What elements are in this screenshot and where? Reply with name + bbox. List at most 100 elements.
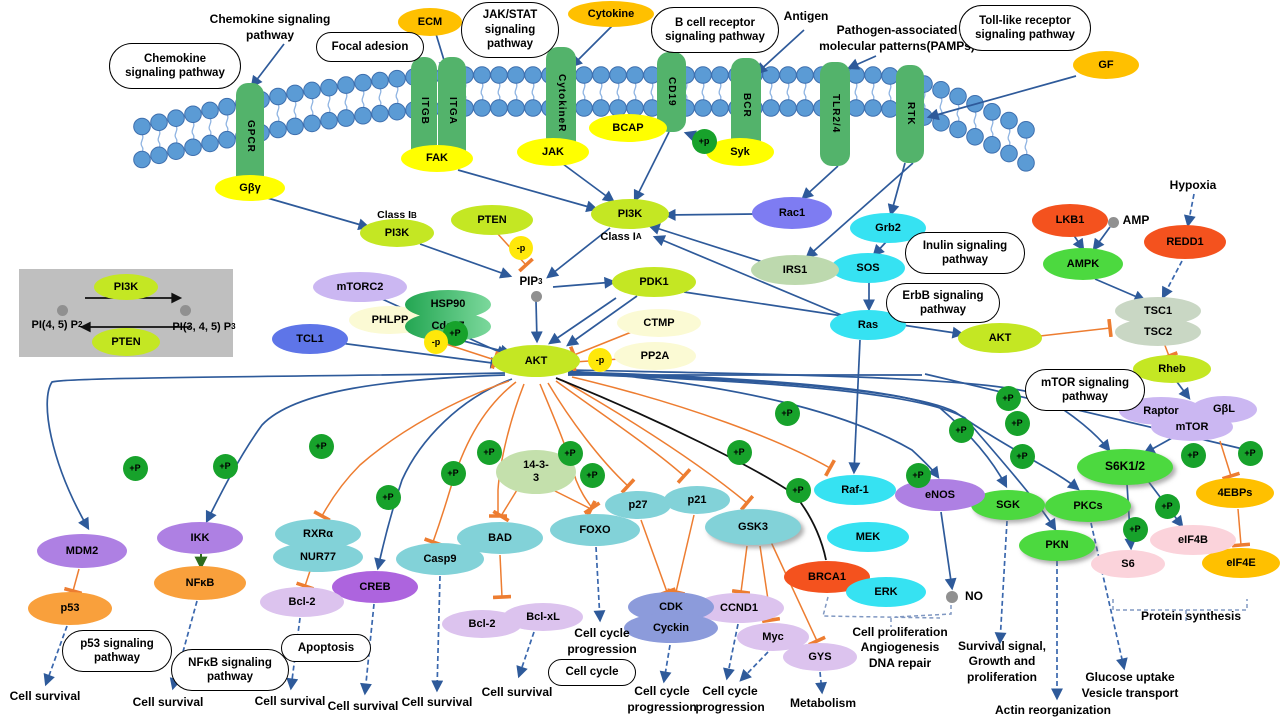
node-mdm2-label: MDM2 [65, 544, 99, 557]
label-metabolism: Metabolism [775, 696, 871, 712]
phospho-plus-3: +P [308, 433, 334, 459]
phospho-plus-2-label: +P [219, 460, 231, 471]
node-gsk3: GSK3 [705, 509, 801, 545]
node-cyckin-label: Cyckin [652, 621, 690, 634]
edge-39 [205, 374, 506, 524]
pathway-cellcycle-label: Cell cycle [565, 665, 619, 678]
dot-inset-left [56, 304, 68, 316]
node-gf: GF [1073, 51, 1139, 79]
phospho-plus-8: +P [579, 462, 605, 488]
node-rheb-label: Rheb [1158, 362, 1186, 375]
node-pten: PTEN [451, 205, 533, 235]
label-pamps-label: Pathogen-associated molecular patterns(P… [819, 23, 975, 53]
node-hsp90-label: HSP90 [430, 297, 466, 310]
edge-6 [263, 196, 371, 231]
edge-73 [571, 376, 836, 477]
phospho-plus-6-label: +P [483, 446, 495, 457]
node-rac1: Rac1 [752, 197, 832, 229]
edge-66 [313, 380, 510, 522]
edge-55 [1231, 508, 1251, 548]
label-cell-survival-1-label: Cell survival [9, 689, 81, 704]
receptor-tlr24: TLR2/4 [820, 62, 850, 166]
edge-38 [46, 372, 506, 531]
receptor-gpcr-label: GPCR [244, 119, 256, 153]
label-cell-survival-4-label: Cell survival [327, 699, 399, 714]
pathway-erbb: ErbB signaling pathway [886, 283, 1000, 323]
phospho-plus-hsp-label: +P [449, 327, 461, 338]
node-jak: JAK [517, 138, 589, 166]
phospho-plus-12: +P [905, 462, 931, 488]
edge-59 [731, 545, 751, 595]
phospho-plus-9: +P [726, 439, 752, 465]
node-bcap: BCAP [589, 114, 667, 142]
edge-22 [530, 300, 543, 344]
node-redd1: REDD1 [1144, 225, 1226, 259]
label-survival-signal: Survival signal, Growth and proliferatio… [937, 638, 1067, 686]
edge-85 [516, 631, 535, 679]
edge-52 [1039, 318, 1113, 338]
node-gbg-label: Gβγ [239, 181, 261, 194]
node-nfkb: NFκB [154, 566, 246, 600]
node-14-3-3-label: 14-3- 3 [523, 459, 549, 484]
label-antigen: Antigen [771, 9, 841, 25]
edge-30 [1072, 233, 1085, 251]
label-cell-survival-3: Cell survival [242, 694, 338, 710]
edge-17 [872, 241, 887, 257]
node-jak-label: JAK [541, 145, 564, 158]
node-gbg: Gβγ [215, 175, 285, 201]
node-s6k12: S6K1/2 [1077, 449, 1173, 485]
node-rheb: Rheb [1133, 355, 1211, 383]
edge-24 [566, 295, 638, 347]
receptor-cd19-label: CD19 [665, 77, 677, 107]
label-cell-survival-3-label: Cell survival [254, 694, 326, 709]
edge-27 [339, 342, 503, 369]
node-ecm: ECM [398, 8, 462, 36]
label-pip3-label: PIP [519, 275, 539, 288]
phospho-plus-12-label: +P [912, 469, 924, 480]
node-sgk-label: SGK [996, 498, 1020, 511]
receptor-bcr: BCR [731, 57, 761, 153]
label-cell-cycle-prog-1: Cell cycle progression [552, 626, 652, 658]
edge-95 [822, 596, 941, 627]
node-pp2a: PP2A [614, 342, 696, 370]
receptor-cd19: CD19 [656, 52, 686, 132]
node-p53-label: p53 [60, 601, 80, 614]
edge-90 [815, 671, 827, 695]
receptor-itga-label: ITGA [446, 97, 458, 125]
pathway-nfkb-label: NFκB signaling pathway [188, 656, 272, 683]
node-gsk3-label: GSK3 [738, 520, 768, 533]
node-irs1: IRS1 [751, 255, 839, 285]
label-pi45p2-subscript: 2 [78, 319, 83, 329]
node-ecm-label: ECM [417, 15, 443, 28]
node-cytokine-label: Cytokine [587, 7, 635, 20]
node-gf-label: GF [1098, 58, 1114, 71]
node-eif4b-label: eIF4B [1178, 533, 1208, 546]
phospho-plus-syk: +p [691, 128, 717, 154]
label-cell-survival-2-label: Cell survival [132, 695, 204, 710]
node-ikk: IKK [157, 522, 243, 554]
label-actin: Actin reorganization [973, 703, 1133, 719]
phospho-plus-1-label: +P [129, 462, 141, 473]
edge-16 [652, 235, 847, 318]
edge-93 [1090, 522, 1128, 671]
node-p27: p27 [605, 491, 671, 519]
node-pkcs: PKCs [1045, 490, 1131, 522]
node-pkcs-label: PKCs [1073, 499, 1103, 512]
dot-no [946, 591, 958, 603]
node-nur77-label: NUR77 [299, 550, 337, 563]
node-mtor-label: mTOR [1175, 420, 1209, 433]
node-gbl-label: GβL [1213, 402, 1235, 415]
node-raf1: Raf-1 [814, 475, 896, 505]
node-bcl2-bad: Bcl-2 [442, 610, 522, 638]
node-syk-label: Syk [730, 145, 750, 158]
edges-group [43, 25, 1251, 701]
label-cell-cycle-prog-3-label: Cell cycle progression [695, 684, 765, 714]
receptor-itgb-label: ITGB [418, 97, 430, 125]
label-amp: AMP [1114, 213, 1158, 229]
pathway-p53-label: p53 signaling pathway [80, 637, 154, 664]
pathway-p53: p53 signaling pathway [62, 630, 172, 672]
label-chemokine-arrow: Chemokine signaling pathway [195, 11, 345, 45]
phospho-plus-7-label: +P [564, 447, 576, 458]
node-4ebps: 4EBPs [1196, 478, 1274, 508]
